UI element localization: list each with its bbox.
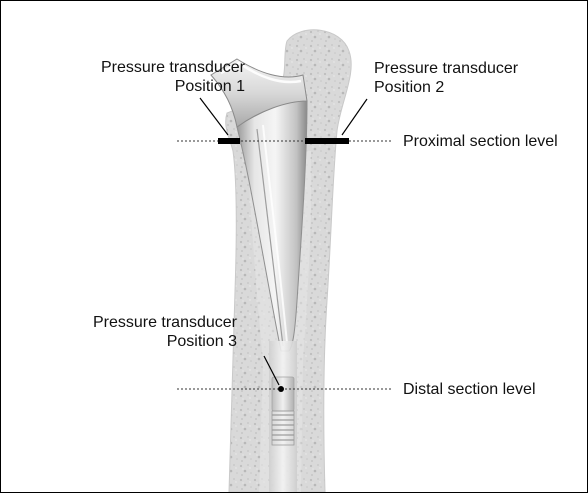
proximal-section-label: Proximal section level [403, 132, 558, 151]
distal-tip [272, 377, 294, 411]
transducer-2-line2: Position 2 [374, 78, 518, 97]
distal-section-label: Distal section level [403, 380, 536, 399]
transducer-2-label: Pressure transducer Position 2 [374, 59, 518, 97]
leader-line-2 [342, 99, 367, 135]
transducer-1-line1: Pressure transducer [101, 58, 245, 77]
transducer-3-label: Pressure transducer Position 3 [93, 313, 237, 351]
transducer-3-line1: Pressure transducer [93, 313, 237, 332]
transducer-1-marker [218, 138, 240, 144]
transducer-1-line2: Position 1 [101, 77, 245, 96]
transducer-3-line2: Position 3 [93, 332, 237, 351]
transducer-1-label: Pressure transducer Position 1 [101, 58, 245, 96]
distal-canal [269, 341, 297, 492]
transducer-2-marker [305, 138, 349, 144]
leader-line-1 [200, 98, 228, 135]
transducer-2-line1: Pressure transducer [374, 59, 518, 78]
transducer-3-marker [278, 386, 284, 392]
